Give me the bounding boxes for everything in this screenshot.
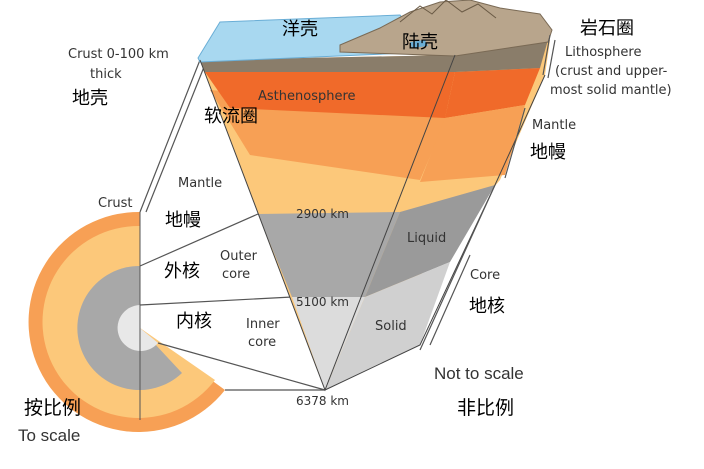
inner-core-cn-label: 内核 (176, 311, 212, 332)
mantle-inner-label: Mantle (178, 176, 222, 191)
lithosphere-label: Lithosphere (565, 45, 641, 60)
crust-small-label: Crust (98, 196, 133, 211)
lithosphere-desc-2: most solid mantle) (550, 83, 672, 98)
inner-core-label-1: Inner (246, 317, 280, 332)
outer-core-cn-label: 外核 (164, 261, 200, 282)
outer-core-label-1: Outer (220, 249, 258, 264)
ocean-crust-cn-label: 洋壳 (282, 19, 318, 40)
right-upper-mantle (420, 105, 525, 182)
continental-crust-cn-label: 陆壳 (402, 32, 438, 53)
to-scale-label: To scale (18, 426, 80, 445)
cutaway-wedge (197, 0, 553, 392)
lithosphere-cn-label: 岩石圈 (580, 18, 634, 39)
connector-lines (139, 59, 326, 391)
right-brackets (419, 34, 556, 351)
crust-cn-label: 地壳 (72, 88, 108, 109)
crust-band-right (455, 40, 548, 72)
asthenosphere-cn-label: 软流圈 (204, 106, 258, 127)
crust-thickness-label-2: thick (90, 67, 122, 82)
asthenosphere-label: Asthenosphere (258, 89, 356, 104)
front-asthenosphere (205, 72, 455, 118)
scale-inner-core (117, 305, 158, 351)
mantle-right-cn-label: 地幔 (530, 142, 566, 163)
right-asthenosphere (445, 68, 540, 118)
liquid-label: Liquid (407, 231, 446, 246)
continent (339, 0, 553, 57)
crust-thickness-label: Crust 0-100 km (68, 47, 169, 62)
depth-5100-label: 5100 km (296, 295, 349, 309)
not-to-scale-cn-label: 非比例 (457, 397, 514, 419)
right-outer-core (365, 185, 495, 297)
depth-6378-label: 6378 km (296, 394, 349, 408)
to-scale-section (28, 211, 226, 432)
front-outer-core (258, 212, 400, 297)
mantle-inner-cn-label: 地幔 (165, 210, 201, 231)
front-inner-core (292, 297, 365, 390)
core-cn-label: 地核 (469, 296, 505, 317)
to-scale-cn-label: 按比例 (24, 397, 81, 419)
core-label: Core (470, 268, 500, 283)
depth-2900-label: 2900 km (296, 207, 349, 221)
lithosphere-desc-1: (crust and upper- (555, 64, 668, 79)
mantle-right-label: Mantle (532, 118, 576, 133)
not-to-scale-label: Not to scale (434, 364, 524, 383)
inner-core-label-2: core (248, 335, 276, 350)
right-inner-core (325, 262, 450, 390)
solid-label: Solid (375, 319, 407, 334)
outer-core-label-2: core (222, 267, 250, 282)
